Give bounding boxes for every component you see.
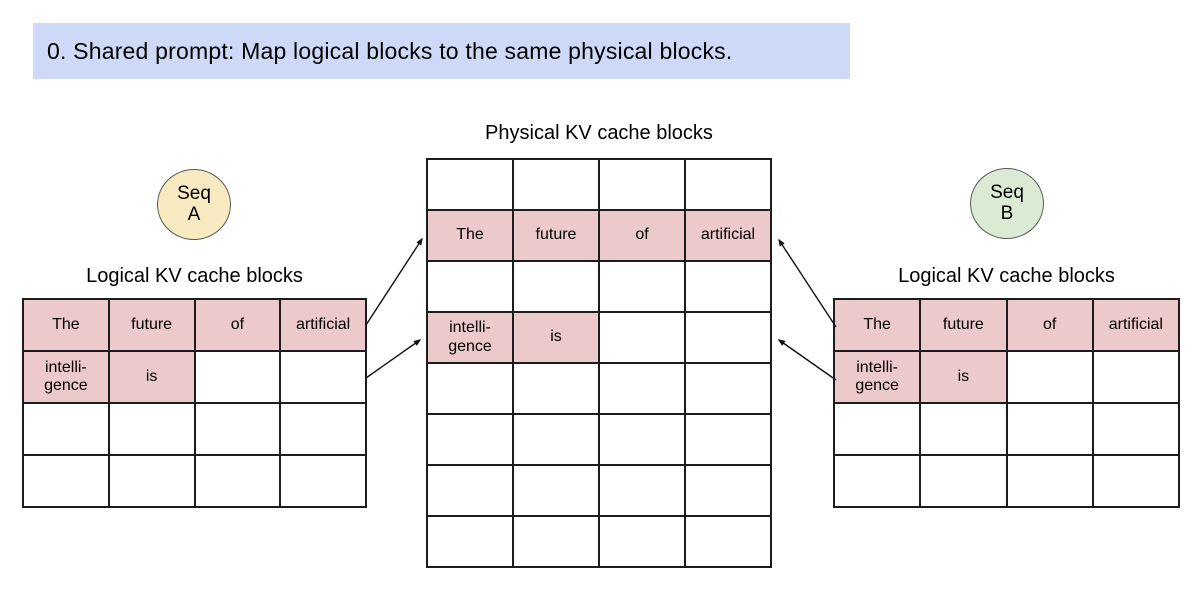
table-row (832, 402, 1181, 456)
kv-block-cell (598, 311, 686, 364)
kv-block-cell (684, 311, 772, 364)
logical-a-title: Logical KV cache blocks (86, 265, 303, 287)
kv-block-cell (512, 464, 600, 517)
kv-block-cell: future (107, 298, 196, 352)
kv-block-cell (512, 413, 600, 466)
kv-block-cell (426, 515, 514, 568)
kv-block-cell: intelli- gence (832, 350, 922, 404)
kv-block-cell (1005, 454, 1094, 508)
kv-block-cell (684, 158, 772, 211)
kv-block-cell (684, 362, 772, 415)
kv-block-cell (684, 515, 772, 568)
kv-block-cell: The (426, 209, 514, 262)
table-row (426, 362, 772, 415)
kv-block-cell (1091, 454, 1181, 508)
kv-block-cell (107, 454, 196, 508)
kv-block-cell: intelli- gence (426, 311, 514, 364)
seq-a-badge: Seq A (157, 169, 231, 240)
kv-block-cell (598, 362, 686, 415)
kv-block-cell (426, 362, 514, 415)
kv-block-cell (279, 402, 367, 456)
kv-block-cell (598, 158, 686, 211)
kv-block-cell (1005, 350, 1094, 404)
table-row (426, 260, 772, 313)
kv-block-cell (832, 454, 922, 508)
kv-block-cell: artificial (279, 298, 367, 352)
kv-block-cell (193, 402, 282, 456)
kv-block-cell: of (1005, 298, 1094, 352)
table-row (832, 454, 1181, 508)
kv-block-cell: artificial (1091, 298, 1181, 352)
kv-block-cell (919, 454, 1008, 508)
kv-block-cell (107, 402, 196, 456)
kv-block-cell (512, 515, 600, 568)
logical-b-title: Logical KV cache blocks (898, 265, 1115, 287)
kv-block-cell (193, 350, 282, 404)
kv-block-cell: future (512, 209, 600, 262)
kv-block-cell (426, 158, 514, 211)
banner-text: 0. Shared prompt: Map logical blocks to … (47, 37, 733, 64)
kv-block-cell (684, 464, 772, 517)
kv-block-cell (598, 413, 686, 466)
arrow-seqA-block1-icon (365, 339, 422, 379)
kv-block-cell: is (107, 350, 196, 404)
header-banner: 0. Shared prompt: Map logical blocks to … (33, 23, 850, 79)
kv-block-cell: future (919, 298, 1008, 352)
kv-block-cell (426, 464, 514, 517)
kv-block-cell (512, 260, 600, 313)
kv-block-cell: artificial (684, 209, 772, 262)
kv-block-cell: The (22, 298, 110, 352)
kv-block-cell (1005, 402, 1094, 456)
kv-block-cell (426, 413, 514, 466)
seq-a-label: Seq A (177, 182, 211, 225)
kv-block-cell (1091, 350, 1181, 404)
arrow-seqB-block1-icon (777, 339, 837, 381)
kv-block-cell (684, 260, 772, 313)
kv-block-cell (832, 402, 922, 456)
kv-block-cell (598, 464, 686, 517)
kv-block-cell (512, 158, 600, 211)
table-row (426, 464, 772, 517)
table-row (22, 402, 367, 456)
arrow-seqB-block0-icon (778, 238, 837, 328)
kv-block-cell (598, 515, 686, 568)
kv-block-cell (279, 350, 367, 404)
kv-block-cell (919, 402, 1008, 456)
kv-block-cell: of (598, 209, 686, 262)
table-row (22, 454, 367, 508)
kv-block-cell (512, 362, 600, 415)
table-row (426, 413, 772, 466)
kv-block-cell (426, 260, 514, 313)
table-row (426, 515, 772, 568)
kv-block-cell: of (193, 298, 282, 352)
kv-block-cell (22, 402, 110, 456)
kv-block-cell (684, 413, 772, 466)
kv-block-cell: intelli- gence (22, 350, 110, 404)
kv-block-cell (193, 454, 282, 508)
table-row (426, 158, 772, 211)
kv-block-cell (22, 454, 110, 508)
seq-b-label: Seq B (990, 181, 1024, 224)
kv-block-cell (279, 454, 367, 508)
kv-block-cell: is (512, 311, 600, 364)
physical-title: Physical KV cache blocks (485, 122, 713, 144)
kv-block-cell: is (919, 350, 1008, 404)
kv-block-cell (1091, 402, 1181, 456)
arrow-seqA-block0-icon (365, 237, 423, 326)
seq-b-badge: Seq B (970, 168, 1044, 239)
kv-block-cell: The (832, 298, 922, 352)
kv-block-cell (598, 260, 686, 313)
